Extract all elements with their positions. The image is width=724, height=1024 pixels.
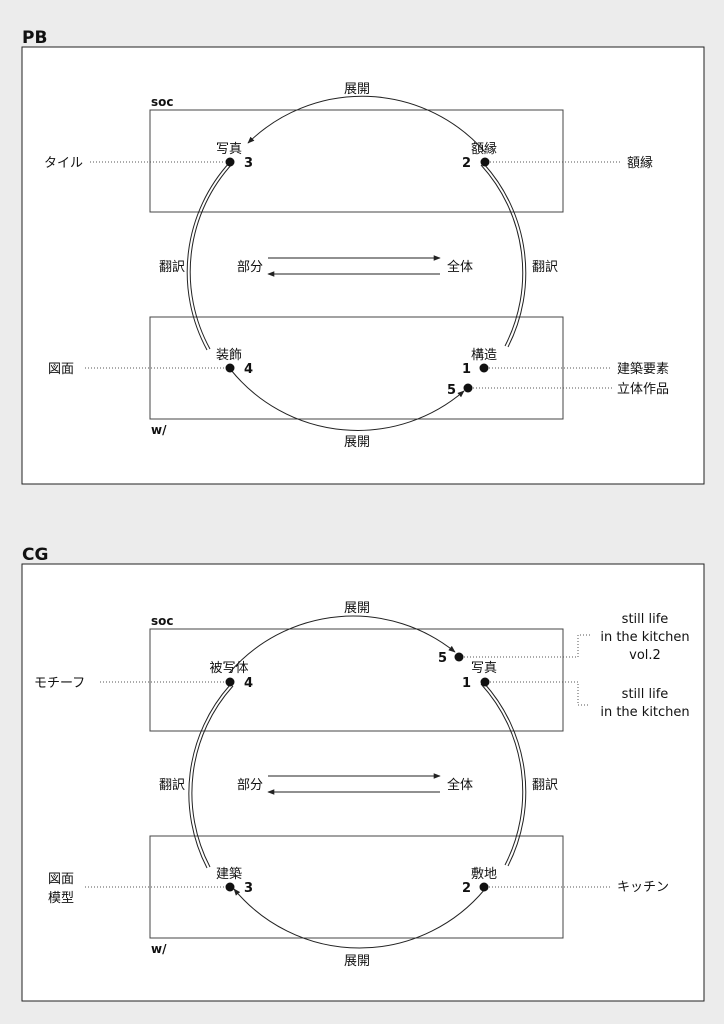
pb-soc-label: soc — [151, 95, 174, 109]
pb-top-arc-label: 展開 — [344, 82, 370, 97]
pb-left-double-arc-outer — [186, 161, 231, 351]
cg-outer-right-top-b-line2: in the kitchen — [600, 705, 689, 720]
cg-bottom-arc-label: 展開 — [344, 954, 370, 969]
pb-node-tr-num: 2 — [462, 156, 471, 171]
cg-right-translation-label: 翻訳 — [532, 778, 558, 793]
pb-node-extra-num: 5 — [447, 383, 456, 398]
pb-frame — [21, 46, 705, 485]
pb-left-double-arc-inner — [189, 162, 234, 350]
cg-leader-right-top-a — [464, 634, 590, 658]
cg-left-double-arc-outer — [188, 684, 231, 869]
pb-node-bl-num: 4 — [244, 362, 253, 377]
cg-outer-right-bottom: キッチン — [617, 880, 669, 895]
cg-node-tl-num: 4 — [244, 676, 253, 691]
cg-panel: CG soc w/ 展開 展開 翻訳 翻訳 部分 全体 被写体 4 写真 1 5 — [21, 545, 705, 1002]
cg-node-br — [479, 882, 489, 892]
pb-node-br-num: 1 — [462, 362, 471, 377]
cg-bottom-arc — [233, 888, 486, 949]
cg-outer-left-top: モチーフ — [34, 676, 85, 691]
cg-node-bl — [225, 882, 235, 892]
cg-frame — [21, 563, 705, 1002]
cg-outer-left-bottom1: 図面 — [48, 872, 74, 887]
cg-outer-left-bottom2: 模型 — [48, 891, 74, 906]
pb-part-label: 部分 — [237, 260, 263, 275]
cg-right-double-arc-outer — [483, 682, 527, 867]
pb-node-tr-label: 額縁 — [471, 141, 497, 157]
pb-top-arc — [247, 95, 486, 153]
cg-soc-label: soc — [151, 614, 174, 628]
cg-panel-title: CG — [22, 545, 48, 565]
cg-w-zone — [149, 835, 564, 939]
cg-node-br-num: 2 — [462, 881, 471, 896]
pb-outer-right-bottom1: 建築要素 — [617, 362, 669, 377]
cg-leader-right-top-b — [490, 681, 590, 706]
cg-node-tl-label: 被写体 — [209, 661, 248, 676]
cg-part-label: 部分 — [237, 778, 263, 793]
pb-bottom-arc-label: 展開 — [344, 435, 370, 450]
pb-node-tl-num: 3 — [244, 156, 253, 171]
pb-node-tl — [225, 157, 235, 167]
cg-soc-zone — [149, 628, 564, 732]
pb-node-tr — [480, 157, 490, 167]
pb-node-br — [479, 363, 489, 373]
pb-outer-left-top: タイル — [44, 156, 83, 171]
pb-right-double-arc-inner — [480, 164, 524, 347]
cg-whole-label: 全体 — [447, 777, 473, 793]
cg-node-extra — [454, 652, 464, 662]
cg-node-tr-label: 写真 — [471, 661, 497, 676]
pb-left-translation-label: 翻訳 — [159, 260, 185, 275]
pb-outer-right-bottom2: 立体作品 — [617, 382, 669, 397]
pb-whole-label: 全体 — [447, 259, 473, 275]
pb-panel: PB soc w/ 展開 展開 翻訳 翻訳 部分 全体 写真 3 額縁 2 装飾… — [21, 28, 705, 485]
cg-top-arc-label: 展開 — [344, 601, 370, 616]
pb-node-extra — [463, 383, 473, 393]
pb-right-double-arc-outer — [483, 163, 527, 348]
pb-outer-right-top: 額縁 — [627, 155, 653, 171]
cg-w-label: w/ — [151, 942, 167, 956]
pb-node-bl — [225, 363, 235, 373]
cg-node-tr-num: 1 — [462, 676, 471, 691]
pb-node-tl-label: 写真 — [216, 142, 242, 157]
pb-w-label: w/ — [151, 423, 167, 437]
cg-node-tl — [225, 677, 235, 687]
cg-node-tr — [480, 677, 490, 687]
cg-outer-right-top-a-line3: vol.2 — [629, 648, 661, 663]
cg-left-translation-label: 翻訳 — [159, 778, 185, 793]
pb-bottom-arc — [230, 369, 465, 431]
cg-node-bl-num: 3 — [244, 881, 253, 896]
pb-outer-left-bottom: 図面 — [48, 362, 74, 377]
cg-right-double-arc-inner — [480, 683, 524, 866]
cg-node-br-label: 敷地 — [471, 867, 497, 882]
pb-w-zone — [149, 316, 564, 420]
pb-panel-title: PB — [22, 28, 47, 48]
cg-outer-right-top-a-line1: still life — [622, 612, 669, 627]
cg-node-bl-label: 建築 — [216, 867, 242, 882]
cg-node-extra-num: 5 — [438, 651, 447, 666]
pb-node-bl-label: 装飾 — [216, 348, 242, 363]
cg-outer-right-top-a-line2: in the kitchen — [600, 630, 689, 645]
pb-right-translation-label: 翻訳 — [532, 260, 558, 275]
pb-soc-zone — [149, 109, 564, 213]
cg-left-double-arc-inner — [191, 685, 234, 868]
pb-node-br-label: 構造 — [471, 348, 497, 363]
cg-outer-right-top-b-line1: still life — [622, 687, 669, 702]
cg-top-arc — [229, 615, 456, 673]
